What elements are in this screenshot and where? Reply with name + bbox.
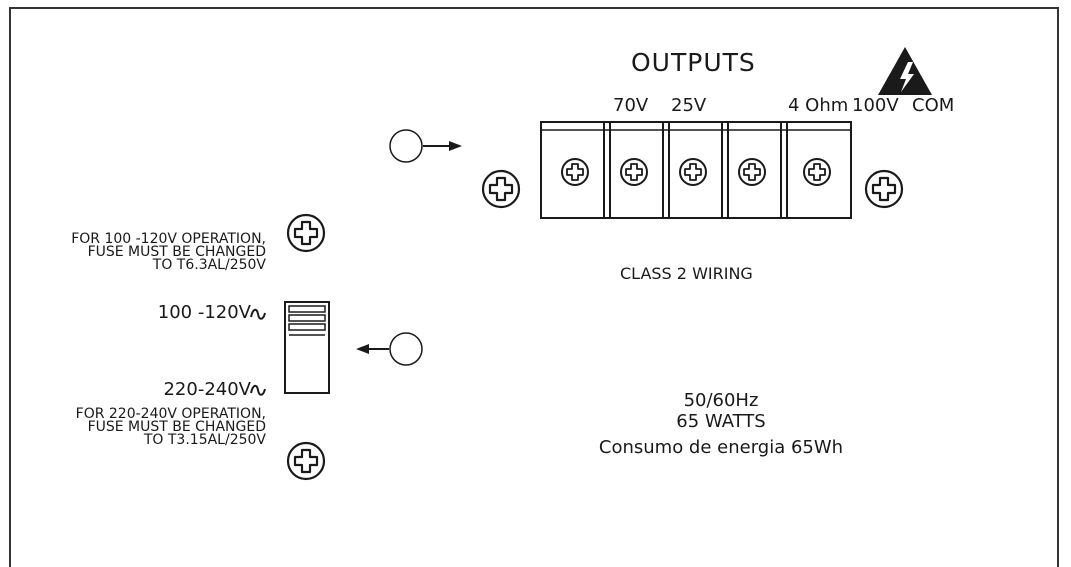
terminal-screw-4ohm-icon xyxy=(679,158,707,186)
power-watts: 65 WATTS xyxy=(676,411,766,432)
fuse-note-high-line2: FUSE MUST BE CHANGED xyxy=(87,419,266,435)
outputs-title: OUTPUTS xyxy=(631,48,756,77)
fuse-note-high-line3: TO T3.15AL/250V xyxy=(143,432,266,448)
fuse-note-high-line1: FOR 220-240V OPERATION, xyxy=(75,406,266,422)
class2-wiring-label: CLASS 2 WIRING xyxy=(620,264,753,283)
voltage-label-low: 100 -120V xyxy=(157,302,251,323)
power-energy: Consumo de energia 65Wh xyxy=(598,437,844,458)
fuse-note-low: FOR 100 -120V OPERATION, FUSE MUST BE CH… xyxy=(71,231,266,273)
terminal-label-4ohm: 4 Ohm xyxy=(788,95,849,116)
fuse-screw-bottom-icon xyxy=(286,441,326,481)
mount-screw-right-icon xyxy=(864,169,904,209)
terminal-screw-com-icon xyxy=(803,158,831,186)
terminal-screw-25v-icon xyxy=(620,158,648,186)
terminal-label-25v: 25V xyxy=(671,95,707,116)
power-frequency: 50/60Hz xyxy=(683,390,759,411)
terminal-screw-100v-icon xyxy=(738,158,766,186)
fuse-screw-top-icon xyxy=(286,213,326,253)
voltage-label-high: 220-240V xyxy=(163,379,251,400)
warning-triangle-icon xyxy=(878,47,932,95)
callout-12 xyxy=(356,332,423,366)
callout-13 xyxy=(389,129,462,163)
rear-panel xyxy=(9,7,1059,567)
fuse-note-low-line1: FOR 100 -120V OPERATION, xyxy=(71,231,266,247)
ac-wave-icon xyxy=(250,384,266,396)
arrow-icon xyxy=(356,344,369,354)
terminal-label-com: COM xyxy=(912,95,955,116)
terminal-label-100v: 100V xyxy=(852,95,899,116)
fuse-note-high: FOR 220-240V OPERATION, FUSE MUST BE CHA… xyxy=(75,406,266,448)
ac-wave-icon xyxy=(250,308,266,320)
mount-screw-left-icon xyxy=(481,169,521,209)
terminal-label-70v: 70V xyxy=(613,95,649,116)
fuse-note-low-line2: FUSE MUST BE CHANGED xyxy=(87,244,266,260)
terminal-screw-70v-icon xyxy=(561,158,589,186)
fuse-note-low-line3: TO T6.3AL/250V xyxy=(152,257,266,273)
voltage-selector-switch xyxy=(284,301,330,394)
arrow-icon xyxy=(449,141,462,151)
